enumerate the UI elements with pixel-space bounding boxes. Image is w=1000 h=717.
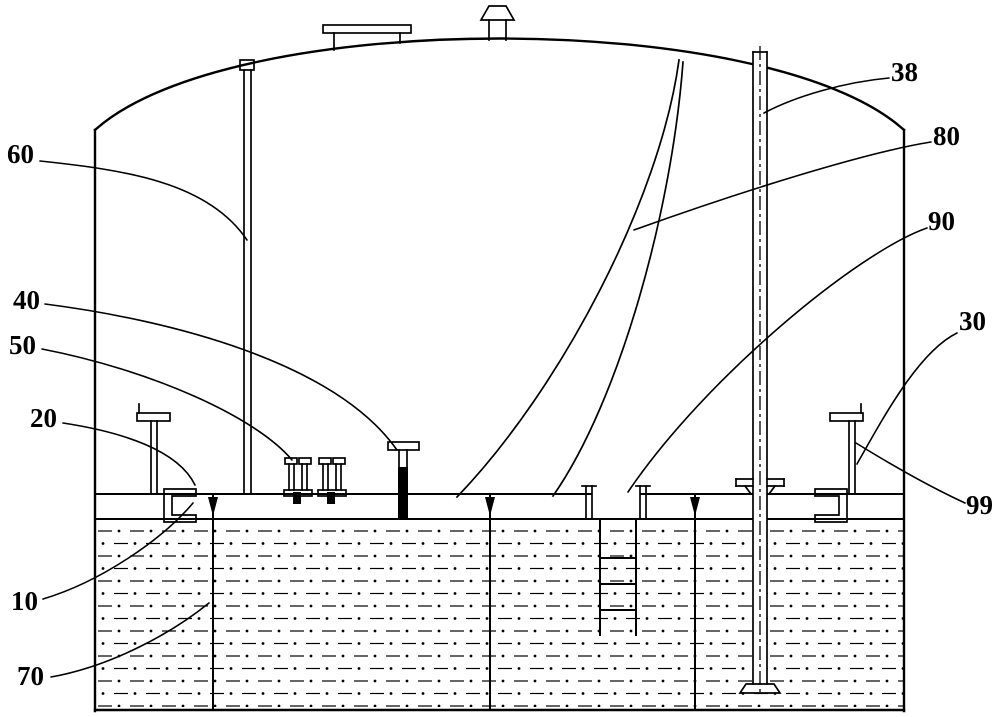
leader-40	[44, 303, 398, 451]
callout-38: 38	[891, 57, 918, 87]
deck-manhole	[581, 485, 651, 520]
deck-pipe	[387, 441, 420, 519]
gauge-pipe	[735, 46, 785, 694]
callout-80: 80	[933, 121, 960, 151]
leader-10	[42, 502, 194, 600]
support-leg-2	[485, 493, 495, 709]
callout-10: 10	[11, 586, 38, 616]
guide-column	[239, 59, 255, 495]
pipe-deck-collar	[735, 478, 785, 496]
liquid-hatch	[97, 522, 903, 707]
tank-shell	[93, 37, 906, 713]
pipe-foot	[738, 683, 782, 694]
callout-70: 70	[17, 661, 44, 691]
leader-99	[855, 442, 966, 504]
callout-20: 20	[30, 403, 57, 433]
leader-50	[41, 348, 293, 461]
roof-vent	[479, 5, 516, 41]
callout-99: 99	[966, 490, 993, 520]
tank-dome	[93, 37, 906, 132]
callout-40: 40	[13, 285, 40, 315]
rim-clamp-left	[163, 488, 197, 523]
leader-80	[633, 141, 932, 231]
callout-30: 30	[959, 306, 986, 336]
callout-90: 90	[928, 206, 955, 236]
rim-assembly-right	[814, 403, 864, 523]
rim-assembly-left	[136, 403, 197, 523]
rim-clamp-right	[814, 488, 848, 523]
leader-30	[856, 332, 958, 465]
deck-bracket-1	[283, 457, 313, 504]
deck-bracket-2	[317, 457, 347, 504]
leader-60	[39, 160, 248, 241]
support-leg-1	[208, 493, 218, 709]
roof-manway	[322, 24, 412, 51]
callout-60: 60	[7, 139, 34, 169]
deck-ladder	[599, 518, 637, 636]
callout-50: 50	[9, 330, 36, 360]
leader-20	[62, 422, 196, 486]
leader-38	[763, 77, 890, 114]
anti-static-cable	[455, 59, 684, 499]
support-leg-3	[690, 493, 700, 709]
leader-70	[50, 602, 210, 678]
leader-90	[627, 227, 928, 493]
leader-lines	[39, 77, 966, 678]
